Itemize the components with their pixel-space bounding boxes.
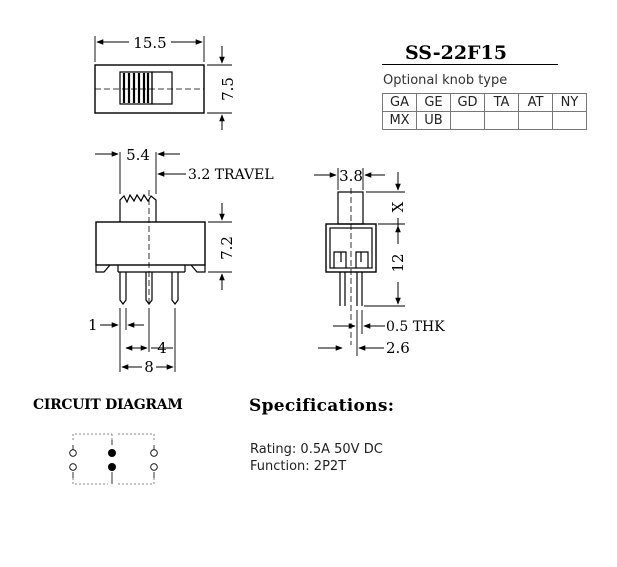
table-cell (552, 111, 587, 130)
dim-pin-thickness: 0.5 THK (386, 319, 445, 335)
circuit-symbol (72, 433, 155, 485)
spec-function: Function: 2P2T (250, 459, 347, 474)
table-cell: MX (382, 111, 417, 130)
dim-top-height: 7.5 (219, 77, 237, 101)
model-title: SS-22F15 (405, 42, 507, 64)
model-title-underline (382, 64, 558, 65)
dim-pin-width: 1 (88, 316, 98, 334)
dim-body-height: 7.2 (218, 236, 236, 260)
specifications-title: Specifications: (249, 396, 395, 416)
side-view (314, 168, 405, 356)
knob-type-title: Optional knob type (383, 73, 508, 88)
contact-open (69, 463, 77, 471)
top-view (94, 36, 232, 130)
spec-rating: Rating: 0.5A 50V DC (250, 442, 383, 457)
table-cell: UB (416, 111, 451, 130)
table-cell: NY (552, 93, 587, 112)
table-cell: AT (518, 93, 553, 112)
contact-common (108, 449, 116, 457)
table-cell: GE (416, 93, 451, 112)
table-row: GA GE GD TA AT NY (382, 93, 587, 112)
dim-pin-pitch: 4 (157, 339, 167, 357)
knob-type-table: GA GE GD TA AT NY MX UB (382, 93, 587, 130)
table-cell (518, 111, 553, 130)
dim-side-knob-height: X (389, 201, 407, 212)
table-cell (450, 111, 485, 130)
table-row: MX UB (382, 111, 587, 130)
dim-side-pin-span: 2.6 (386, 339, 410, 357)
table-cell: TA (484, 93, 519, 112)
contact-open (69, 449, 77, 457)
dim-travel: 3.2 TRAVEL (188, 167, 274, 183)
table-cell: GA (382, 93, 417, 112)
front-view (95, 151, 232, 372)
dim-side-height: 12 (389, 253, 407, 272)
dim-knob-width: 5.4 (126, 146, 150, 164)
dim-pin-span: 8 (144, 358, 154, 376)
contact-open (150, 449, 158, 457)
circuit-contacts (69, 449, 158, 471)
contact-common (108, 463, 116, 471)
circuit-diagram-title: CIRCUIT DIAGRAM (33, 397, 183, 413)
contact-open (150, 463, 158, 471)
table-cell: GD (450, 93, 485, 112)
dim-top-width: 15.5 (133, 34, 166, 52)
table-cell (484, 111, 519, 130)
dim-side-knob-width: 3.8 (339, 167, 363, 185)
